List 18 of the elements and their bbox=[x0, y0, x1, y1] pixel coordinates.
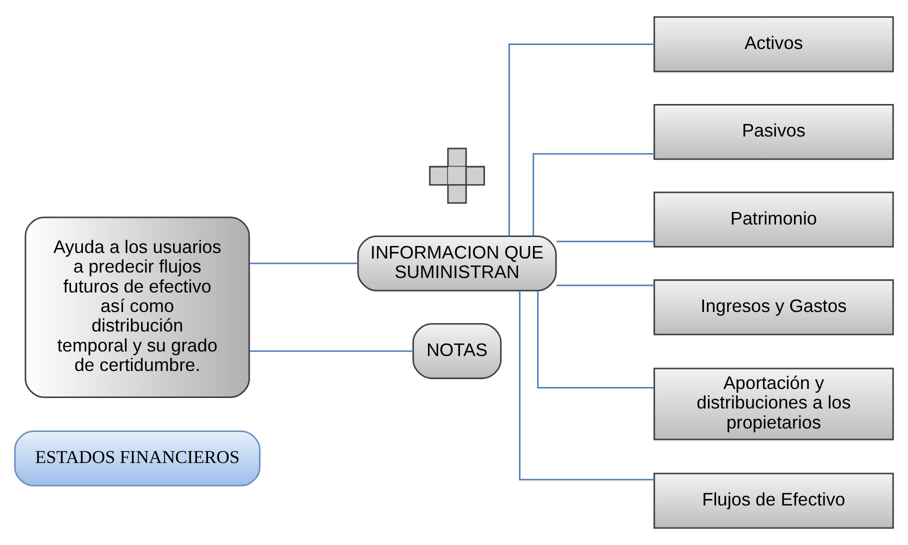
connector bbox=[537, 291, 654, 388]
node-box: Activos bbox=[654, 16, 894, 72]
connector bbox=[556, 284, 654, 286]
node-box: ESTADOS FINANCIEROS bbox=[14, 430, 261, 486]
connector bbox=[556, 240, 654, 242]
node-box: Ayuda a los usuarios a predecir flujos futuros de efectivo así como distribución temporal y su grado de certidumbre. bbox=[24, 216, 250, 398]
node-box: Ingresos y Gastos bbox=[654, 279, 894, 336]
node-box: Flujos de Efectivo bbox=[654, 472, 894, 529]
connector bbox=[519, 290, 654, 480]
node-box: Aportación y distribuciones a los propietarios bbox=[654, 368, 894, 440]
node-box: Pasivos bbox=[654, 104, 894, 160]
connector bbox=[532, 153, 654, 236]
connector bbox=[250, 350, 413, 352]
connector bbox=[508, 44, 654, 236]
node-box: NOTAS bbox=[412, 323, 502, 380]
node-box: Patrimonio bbox=[654, 192, 894, 248]
connector bbox=[250, 262, 358, 264]
node-box: INFORMACION QUE SUMINISTRAN bbox=[357, 235, 557, 292]
